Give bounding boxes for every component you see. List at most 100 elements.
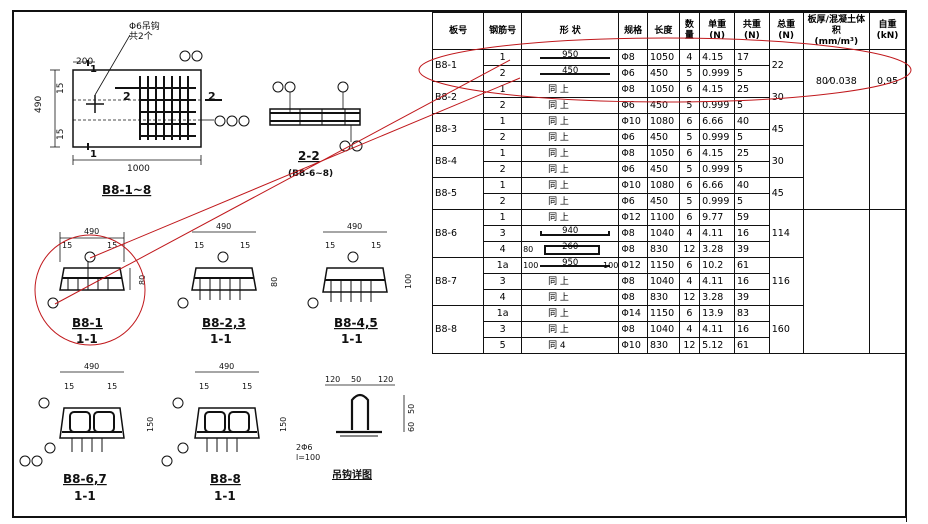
svg-text:1-1: 1-1 <box>341 332 363 346</box>
svg-text:15: 15 <box>194 241 204 250</box>
plan-markers <box>179 50 250 127</box>
hook-detail <box>325 384 405 437</box>
section-b8-2-3-title: B8-2,3 <box>202 316 246 330</box>
svg-text:15: 15 <box>242 382 252 391</box>
svg-text:490: 490 <box>84 362 99 371</box>
plan-view <box>50 34 222 165</box>
plan-top-dim: 200 <box>76 57 93 67</box>
svg-text:490: 490 <box>219 362 234 371</box>
svg-text:15: 15 <box>107 382 117 391</box>
svg-text:150: 150 <box>146 417 155 432</box>
table-cell-self <box>869 113 906 210</box>
table-cell-qty: 12 <box>678 337 701 354</box>
plan-width-dim: 1000 <box>127 164 150 174</box>
section-b8-6-7-labels: 490 15 15 150 B8-6,7 1-1 <box>63 362 155 503</box>
svg-text:15: 15 <box>64 382 74 391</box>
section-b8-2-3-labels: 490 15 15 80 B8-2,3 1-1 <box>194 222 279 346</box>
table-cell-board: B8-8 <box>431 305 485 354</box>
svg-text:490: 490 <box>84 227 99 236</box>
table-cell-total: 61 <box>733 337 770 354</box>
svg-text:490: 490 <box>216 222 231 231</box>
table-header-cell: 总重 (N) <box>768 12 804 50</box>
plan-labels: Φ6吊钩共2个 200 490 15 15 1000 2 2 1 1 B8-1~… <box>34 20 216 197</box>
table-header-cell: 自重 (kN) <box>869 12 906 50</box>
section-b8-8 <box>161 371 260 467</box>
section-2-2-subtitle: (B8-6~8) <box>288 169 333 179</box>
svg-text:15: 15 <box>371 241 381 250</box>
cut-mark-2-right: 2 <box>208 90 216 103</box>
section-b8-1-labels: 490 15 15 80 B8-1 1-1 <box>62 227 147 346</box>
svg-text:15: 15 <box>62 241 72 250</box>
table-cell-shape: 450 <box>521 65 620 82</box>
svg-text:15: 15 <box>199 382 209 391</box>
svg-text:15: 15 <box>240 241 250 250</box>
table-cell-qty: 5 <box>678 65 701 82</box>
table-header-cell: 形 状 <box>521 12 620 50</box>
table-cell-unit: 5.12 <box>699 337 735 354</box>
rebar-schedule-table: 板号钢筋号形 状规格长度数量单重 (N)共重 (N)总重 (N)板厚/混凝土体积… <box>431 12 906 354</box>
plan-edge-dim-bottom: 15 <box>56 129 66 140</box>
svg-text:120: 120 <box>325 375 340 384</box>
section-b8-6-7-title: B8-6,7 <box>63 472 107 486</box>
svg-text:1-1: 1-1 <box>210 332 232 346</box>
section-2-2-title: 2-2 <box>298 149 320 163</box>
section-2-2 <box>269 81 363 152</box>
section-b8-6-7 <box>19 371 125 467</box>
svg-text:60: 60 <box>407 422 416 432</box>
table-header-cell: 板号 <box>431 12 485 50</box>
table-cell-sum: 45 <box>768 177 804 210</box>
table-cell-board: B8-4 <box>431 145 485 178</box>
section-b8-8-title: B8-8 <box>210 472 241 486</box>
plan-title: B8-1~8 <box>102 183 151 197</box>
table-cell-sum: 160 <box>768 305 804 354</box>
table-header-row: 板号钢筋号形 状规格长度数量单重 (N)共重 (N)总重 (N)板厚/混凝土体积… <box>431 12 906 50</box>
table-cell-total: 16 <box>733 225 770 242</box>
table-cell-sum: 116 <box>768 257 804 306</box>
table-cell-shape: 同 4 <box>521 337 620 354</box>
table-cell-qty: 4 <box>678 225 701 242</box>
table-cell-spec: Φ10 <box>618 337 648 354</box>
section-b8-4-5 <box>307 231 388 309</box>
plan-edge-dim-top: 15 <box>56 83 66 94</box>
svg-text:490: 490 <box>347 222 362 231</box>
table-header-cell: 单重 (N) <box>699 12 735 50</box>
section-b8-1-cut: 1-1 <box>76 332 98 346</box>
svg-text:120: 120 <box>378 375 393 384</box>
svg-text:80: 80 <box>270 277 279 287</box>
cut-mark-1-bottom: 1 <box>90 149 97 160</box>
table-cell-thick: 80⁄0.038 <box>802 49 871 114</box>
svg-text:80: 80 <box>138 275 147 285</box>
cut-mark-2-left: 2 <box>123 90 131 103</box>
section-b8-8-labels: 490 15 15 150 B8-8 1-1 <box>199 362 288 503</box>
table-cell-self <box>869 209 906 354</box>
table-header-cell: 长度 <box>646 12 680 50</box>
table-header-cell: 钢筋号 <box>483 12 523 50</box>
table-cell-board: B8-1 <box>431 49 485 82</box>
plan-note: Φ6吊钩共2个 <box>129 20 160 42</box>
table-cell-thick <box>802 209 871 354</box>
svg-text:100: 100 <box>404 274 413 289</box>
section-b8-4-5-labels: 490 15 15 100 B8-4,5 1-1 <box>325 222 413 346</box>
table-cell-board: B8-7 <box>431 257 485 306</box>
plan-height-dim: 490 <box>34 96 44 113</box>
table-cell-board: B8-3 <box>431 113 485 146</box>
table-cell-qty: 4 <box>678 49 701 66</box>
svg-text:50: 50 <box>407 404 416 414</box>
red-annotation <box>34 37 912 346</box>
svg-text:15: 15 <box>325 241 335 250</box>
section-b8-1-title: B8-1 <box>72 316 103 330</box>
table-cell-total: 5 <box>733 65 770 82</box>
svg-text:150: 150 <box>279 417 288 432</box>
